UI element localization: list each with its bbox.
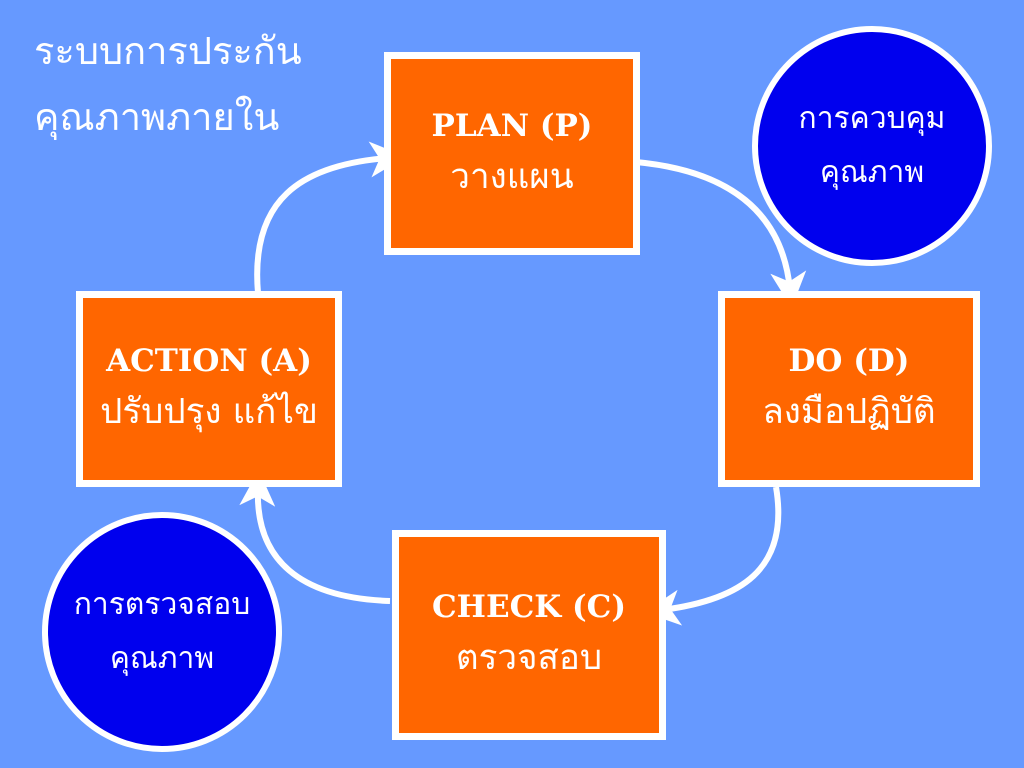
action-box: ACTION (A) ปรับปรุง แก้ไข <box>76 291 342 487</box>
page-title-line-2: คุณภาพภายใน <box>34 95 280 139</box>
plan-description: วางแผน <box>450 156 574 197</box>
check-box: CHECK (C) ตรวจสอบ <box>392 530 666 740</box>
action-description: ปรับปรุง แก้ไข <box>100 392 318 432</box>
page-title: ระบบการประกัน คุณภาพภายใน <box>34 18 302 150</box>
do-box: DO (D) ลงมือปฏิบัติ <box>718 291 980 487</box>
check-description: ตรวจสอบ <box>455 638 603 678</box>
plan-box: PLAN (P) วางแผน <box>384 52 640 255</box>
arrow-action-to-plan <box>254 141 406 294</box>
quality-audit-line-1: การตรวจสอบ <box>73 587 251 622</box>
arrow-do-to-check <box>644 486 782 626</box>
quality-audit-line-2: คุณภาพ <box>109 641 215 676</box>
arrow-plan-to-do <box>635 159 807 308</box>
do-label: DO (D) <box>788 343 910 379</box>
action-label: ACTION (A) <box>106 343 312 379</box>
check-label: CHECK (C) <box>431 589 626 625</box>
plan-label: PLAN (P) <box>431 107 593 144</box>
quality-control-line-1: การควบคุม <box>798 101 946 136</box>
quality-control-line-2: คุณภาพ <box>819 155 925 190</box>
do-description: ลงมือปฏิบัติ <box>762 392 936 432</box>
quality-control-circle: การควบคุม คุณภาพ <box>752 26 992 266</box>
page-title-line-1: ระบบการประกัน <box>34 29 302 73</box>
quality-audit-circle: การตรวจสอบ คุณภาพ <box>42 512 282 752</box>
arrow-check-to-action <box>239 470 391 604</box>
